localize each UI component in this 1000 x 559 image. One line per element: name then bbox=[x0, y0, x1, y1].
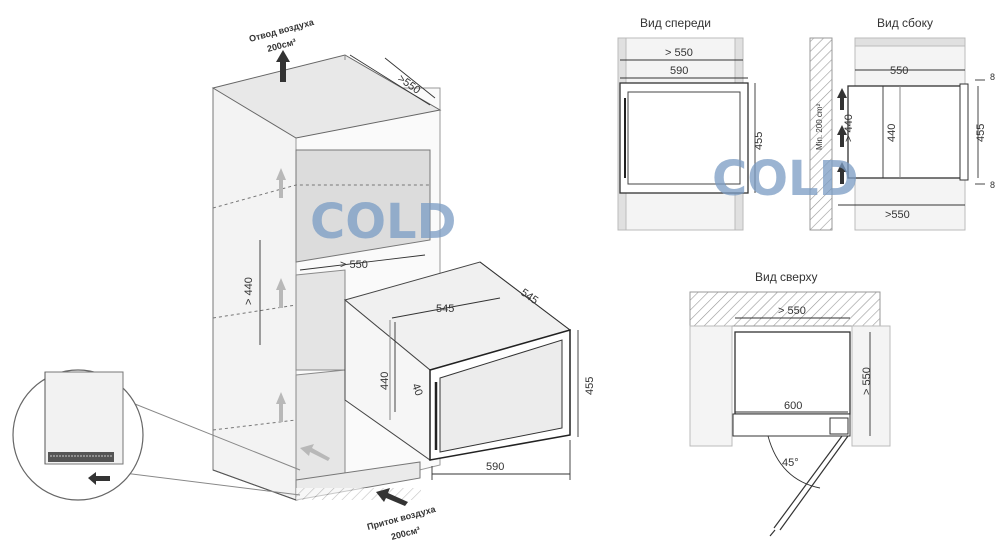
side-min-vent: Min. 200 cm² bbox=[815, 103, 824, 150]
side-depth: 550 bbox=[890, 65, 908, 77]
iso-gap: 40 bbox=[409, 382, 424, 398]
front-unit-width: 590 bbox=[670, 65, 688, 77]
top-niche-depth: > 550 bbox=[861, 367, 873, 395]
side-gap-bottom: 8 bbox=[990, 180, 995, 190]
iso-unit-height-inner: 440 bbox=[379, 372, 391, 390]
side-niche-depth: >550 bbox=[885, 209, 910, 221]
air-in-label: Приток воздуха bbox=[366, 504, 438, 532]
iso-airflow-arrows bbox=[276, 168, 330, 461]
front-niche-width: > 550 bbox=[665, 47, 693, 59]
watermark-right: COLD bbox=[712, 151, 858, 207]
side-view-title: Вид сбоку bbox=[877, 16, 933, 30]
air-out-arrow bbox=[276, 50, 290, 82]
front-unit-height: 455 bbox=[753, 132, 765, 150]
side-niche-height: > 440 bbox=[843, 114, 855, 142]
air-in-volume: 200см³ bbox=[390, 525, 421, 542]
side-inner-height: 440 bbox=[886, 124, 898, 142]
iso-unit-height-outer: 455 bbox=[584, 377, 596, 395]
air-in-arrow bbox=[376, 488, 408, 506]
watermark-left: COLD bbox=[310, 194, 456, 250]
front-view-title: Вид спереди bbox=[640, 16, 711, 30]
iso-unit-depth-a: 545 bbox=[436, 303, 454, 315]
top-view-title: Вид сверху bbox=[755, 270, 818, 284]
iso-dimensions bbox=[259, 54, 579, 480]
top-door-width: 600 bbox=[784, 400, 802, 412]
side-unit-height: 455 bbox=[975, 124, 987, 142]
iso-niche-height: > 440 bbox=[243, 277, 255, 305]
iso-niche-width: > 550 bbox=[340, 259, 368, 271]
top-niche-width: > 550 bbox=[778, 305, 806, 317]
top-door-angle: 45° bbox=[782, 457, 799, 469]
iso-unit-width: 590 bbox=[486, 461, 504, 473]
front-view-drawing bbox=[617, 37, 756, 231]
vent-detail-callout bbox=[12, 369, 301, 501]
side-view-drawing bbox=[809, 37, 985, 231]
side-gap-top: 8 bbox=[990, 72, 995, 82]
iso-wine-cooler bbox=[343, 261, 572, 461]
air-out-volume: 200см³ bbox=[266, 37, 297, 54]
top-view-drawing bbox=[689, 291, 891, 537]
